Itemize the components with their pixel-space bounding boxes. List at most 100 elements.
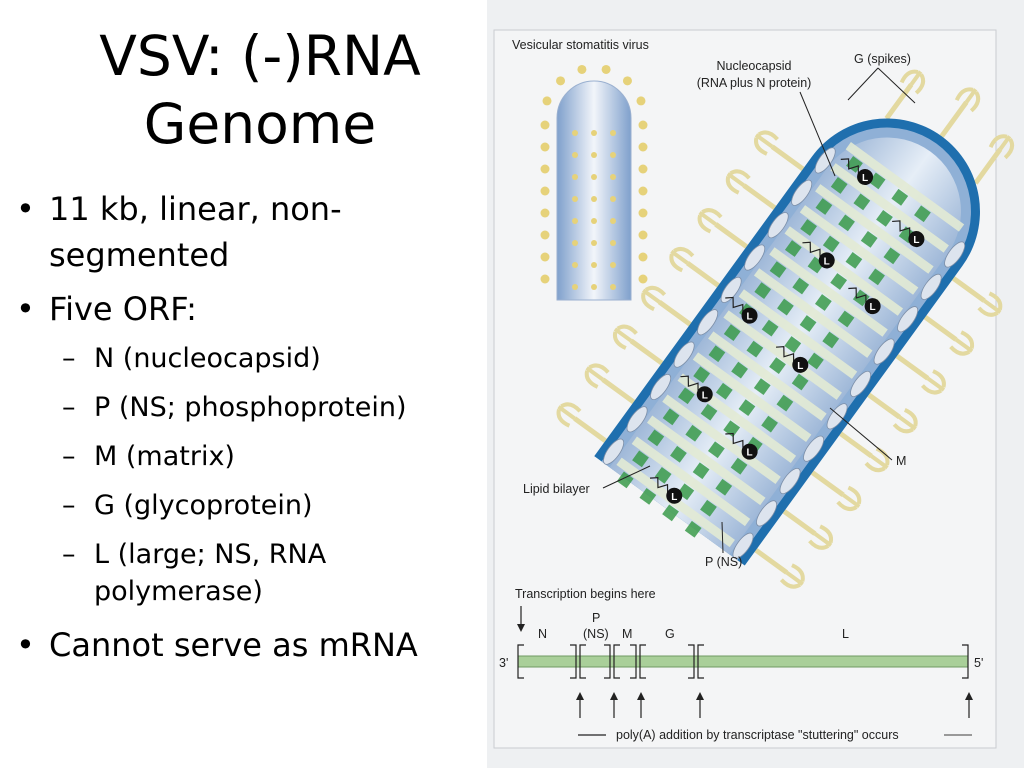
svg-text:L: L xyxy=(671,492,677,503)
end-5: 5' xyxy=(974,656,983,670)
capsid-dot xyxy=(591,196,597,202)
polya-caption: poly(A) addition by transcriptase "stutt… xyxy=(616,728,899,742)
capsid-dot xyxy=(572,218,578,224)
l-marker: L xyxy=(649,476,683,504)
g-spike xyxy=(669,246,720,288)
capsid-dot xyxy=(572,284,578,290)
spike-dot xyxy=(638,120,648,130)
polya-arrow xyxy=(637,692,645,718)
capsid-dot xyxy=(591,218,597,224)
l-marker: L xyxy=(775,346,809,373)
g-spike xyxy=(725,169,777,210)
svg-text:L: L xyxy=(746,312,752,323)
spike-dot xyxy=(638,186,648,196)
l-marker: L xyxy=(725,296,758,324)
capsid-dot xyxy=(572,174,578,180)
sub-bullet-n: N (nucleocapsid) xyxy=(12,340,482,377)
g-spike xyxy=(884,69,926,120)
small-virion xyxy=(540,64,648,301)
sub-bullet-p: P (NS; phosphoprotein) xyxy=(12,389,482,426)
svg-text:L: L xyxy=(797,361,803,372)
g-spike xyxy=(584,363,636,405)
sub-bullet-l: L (large; NS, RNA polymerase) xyxy=(12,536,482,610)
l-marker: L xyxy=(892,220,925,248)
spike-dot xyxy=(638,142,648,152)
lipid-label: Lipid bilayer xyxy=(523,482,590,496)
capsid-dot xyxy=(610,284,616,290)
gene-g: G xyxy=(665,627,675,641)
spike-dot xyxy=(540,208,550,218)
bullet-list: 11 kb, linear, non-segmented Five ORF: N… xyxy=(12,186,482,676)
bullet-not-mrna: Cannot serve as mRNA xyxy=(12,622,482,668)
l-marker: L xyxy=(725,432,758,460)
capsid-dot xyxy=(610,152,616,158)
sub-bullet-g: G (glycoprotein) xyxy=(12,487,482,524)
spike-dot xyxy=(636,96,646,106)
pns-label: P (NS) xyxy=(705,555,742,569)
spike-dot xyxy=(638,274,648,284)
polya-arrow xyxy=(576,692,584,718)
svg-text:L: L xyxy=(913,235,919,246)
nucleocapsid-label-2: (RNA plus N protein) xyxy=(697,76,812,90)
leader-lines xyxy=(602,67,916,554)
spike-dot xyxy=(540,120,550,130)
spike-dot xyxy=(540,252,550,262)
g-spike xyxy=(612,324,664,366)
l-marker: L xyxy=(802,241,835,269)
capsid-dot xyxy=(591,262,597,268)
g-spike xyxy=(641,285,692,327)
spike-dot xyxy=(638,230,648,240)
capsid-dot xyxy=(610,130,616,136)
spike-dot xyxy=(540,186,550,196)
l-marker: L xyxy=(848,287,881,315)
spike-dot xyxy=(638,252,648,262)
svg-text:L: L xyxy=(702,390,708,401)
svg-text:L: L xyxy=(747,448,753,459)
spike-dot xyxy=(540,142,550,152)
capsid-dot xyxy=(610,196,616,202)
capsid-dot xyxy=(610,240,616,246)
slide-title: VSV: (-)RNA Genome xyxy=(0,22,520,158)
g-spike xyxy=(951,276,1003,317)
spikes-label: G (spikes) xyxy=(854,52,911,66)
genome-map: Transcription begins here N P (NS) M G L… xyxy=(499,587,983,742)
g-spike xyxy=(697,208,748,249)
g-spikes xyxy=(556,69,1015,589)
polya-arrows xyxy=(576,692,973,718)
spike-dot xyxy=(556,76,566,86)
capsid-dot xyxy=(572,152,578,158)
g-spike xyxy=(895,353,946,395)
svg-text:L: L xyxy=(870,302,876,313)
m-label: M xyxy=(896,454,906,468)
g-spike xyxy=(782,509,834,550)
gene-junctions xyxy=(517,644,969,679)
capsid-dot xyxy=(591,152,597,158)
g-spike xyxy=(556,402,607,443)
g-spike xyxy=(973,134,1015,185)
capsid-dot xyxy=(572,130,578,136)
polya-arrow xyxy=(610,692,618,718)
l-marker: L xyxy=(840,158,874,186)
g-spike xyxy=(810,470,862,512)
spike-dot xyxy=(540,164,550,174)
large-virion: L L L L L L L L L xyxy=(556,69,1015,589)
nucleocapsid-label-1: Nucleocapsid xyxy=(716,59,791,73)
l-marker: L xyxy=(680,375,713,403)
svg-text:L: L xyxy=(824,256,830,267)
virus-title: Vesicular stomatitis virus xyxy=(512,38,649,52)
spike-dot xyxy=(622,76,632,86)
spike-dot xyxy=(542,96,552,106)
capsid-dot xyxy=(572,262,578,268)
title-line-2: Genome xyxy=(143,92,377,156)
gene-p-ns: (NS) xyxy=(583,627,609,641)
gene-m: M xyxy=(622,627,632,641)
gene-n: N xyxy=(538,627,547,641)
genome-bar xyxy=(517,655,969,668)
spike-dot xyxy=(540,230,550,240)
l-polymerases: L L L L L L L L L xyxy=(649,158,925,504)
polya-arrow xyxy=(696,692,704,718)
capsid-dot xyxy=(610,262,616,268)
capsid-dot xyxy=(572,196,578,202)
